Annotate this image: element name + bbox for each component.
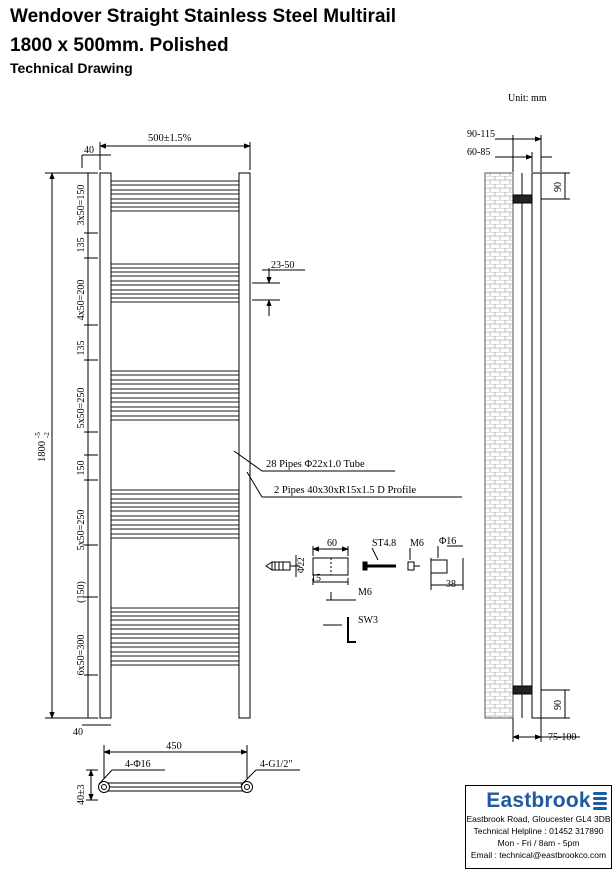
unit-label: Unit: mm xyxy=(508,93,547,104)
bottom-holes: 4-Φ16 xyxy=(125,759,151,770)
pipes-callout: 28 Pipes Φ22x1.0 Tube xyxy=(266,459,365,470)
drawing-type: Technical Drawing xyxy=(10,60,133,76)
svg-text:-2: -2 xyxy=(43,432,51,438)
cap-diameter: Φ16 xyxy=(439,536,456,547)
wall xyxy=(484,172,514,719)
rail-group-label: 5x50=250 xyxy=(76,388,87,429)
company-hours: Mon - Fri / 8am - 5pm xyxy=(497,838,580,848)
rail xyxy=(110,397,240,403)
rail-group-label: 6x50=300 xyxy=(76,635,87,676)
rail xyxy=(110,206,240,212)
rail xyxy=(110,633,240,639)
rail-group-label: 135 xyxy=(76,341,87,356)
rail-group-label: 135 xyxy=(76,238,87,253)
bottom-depth: 40±3 xyxy=(76,785,87,806)
rail xyxy=(110,415,240,421)
rail xyxy=(110,379,240,385)
rail xyxy=(110,489,240,495)
rail-spacing-labels: 3x50=150 135 4x50=200 135 5x50=250 150 5x50=25… xyxy=(76,185,87,676)
rail-group-label: 150 xyxy=(76,461,87,476)
sleeve-offset: 15 xyxy=(311,573,321,584)
grub-screw-thread: M6 xyxy=(358,587,372,598)
rail xyxy=(110,524,240,530)
bottom-thread: 4-G1/2" xyxy=(260,759,292,770)
company-helpline: Technical Helpline : 01452 317890 xyxy=(473,826,604,836)
bottom-offset-label: 40 xyxy=(73,727,83,738)
rail xyxy=(110,515,240,521)
rail-group-label: (150) xyxy=(76,581,87,603)
company-logo: Eastbrook xyxy=(486,789,591,812)
rail xyxy=(110,498,240,504)
company-email[interactable]: Email : technical@eastbrookco.com xyxy=(470,850,607,860)
rail xyxy=(110,370,240,376)
side-upright xyxy=(531,172,542,719)
profile-callout: 2 Pipes 40x30xR15x1.5 D Profile xyxy=(274,485,416,496)
rail xyxy=(110,406,240,412)
rail xyxy=(110,289,240,295)
rail xyxy=(110,388,240,394)
screw-size: ST4.8 xyxy=(372,538,396,549)
rail-group-label: 3x50=150 xyxy=(76,185,87,226)
width-dimension: 500±1.5% xyxy=(148,133,192,144)
side-view xyxy=(484,135,580,742)
rail xyxy=(110,624,240,630)
top-offset-label: 40 xyxy=(84,145,94,156)
rails xyxy=(110,180,240,666)
side-top-outer: 90-115 xyxy=(467,129,495,140)
eastbrook-logo-waves-icon xyxy=(593,792,607,812)
rail xyxy=(110,280,240,286)
rail xyxy=(110,297,240,303)
rail xyxy=(110,615,240,621)
plug-diameter: Φ22 xyxy=(296,557,306,573)
bracket-bottom-dimension: 90 xyxy=(553,700,564,710)
bottom-width: 450 xyxy=(166,741,182,752)
bracket-top-dimension: 90 xyxy=(553,182,564,192)
fixings-detail xyxy=(265,545,464,643)
company-address: Eastbrook Road, Gloucester GL4 3DB xyxy=(466,814,611,824)
sleeve-length: 60 xyxy=(327,538,337,549)
rail xyxy=(110,642,240,648)
rail xyxy=(110,651,240,657)
rail xyxy=(110,198,240,204)
rail xyxy=(110,607,240,613)
rail xyxy=(110,533,240,539)
rail xyxy=(110,180,240,186)
rail-group-label: 4x50=200 xyxy=(76,280,87,321)
svg-text:-5: -5 xyxy=(34,432,42,438)
height-dimension: 1800 -5 -2 xyxy=(34,432,51,462)
bottom-view xyxy=(86,745,300,801)
offset-dimension: 23-50 xyxy=(271,260,294,271)
rail xyxy=(110,506,240,512)
rail xyxy=(110,660,240,666)
drawing-title: Wendover Straight Stainless Steel Multir… xyxy=(10,6,397,27)
rail-group-label: 5x50=250 xyxy=(76,510,87,551)
front-view xyxy=(45,142,462,726)
drawing-subtitle: 1800 x 500mm. Polished xyxy=(10,35,229,56)
rail xyxy=(110,189,240,195)
rail xyxy=(110,263,240,269)
nut-thread: M6 xyxy=(410,538,424,549)
side-bottom-dimension: 75-100 xyxy=(548,732,576,743)
svg-text:1800: 1800 xyxy=(37,441,48,462)
left-upright xyxy=(99,172,112,719)
right-upright xyxy=(238,172,251,719)
side-top-inner: 60-85 xyxy=(467,147,490,158)
allen-key-size: SW3 xyxy=(358,615,378,626)
rail xyxy=(110,271,240,277)
company-info-box: Eastbrook Eastbrook Road, Gloucester GL4… xyxy=(465,785,612,869)
cap-length: 38 xyxy=(446,579,456,590)
